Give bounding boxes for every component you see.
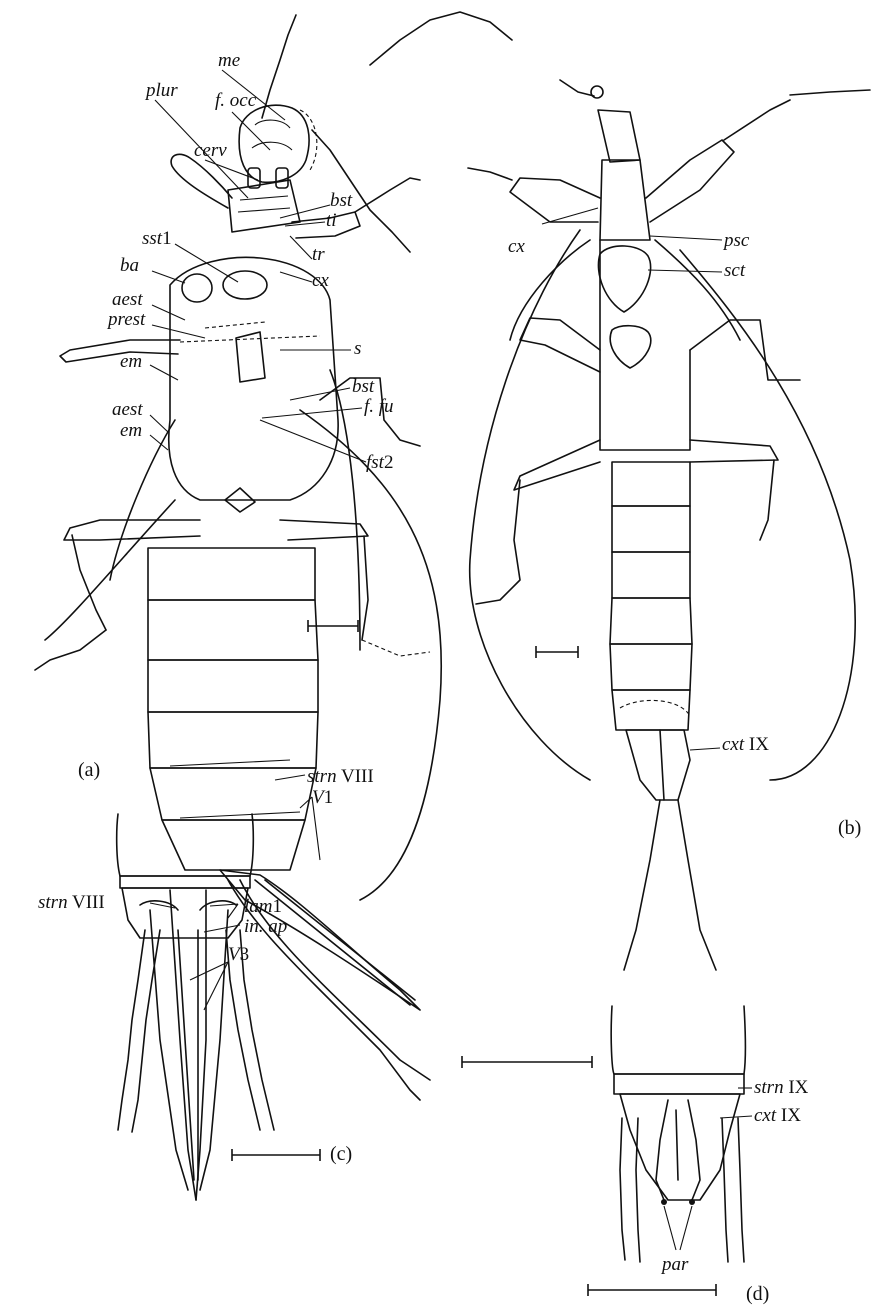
panel-c-drawing <box>117 814 320 1200</box>
panel-label-d: (d) <box>746 1283 769 1305</box>
label-me: me <box>218 50 240 71</box>
label-par: par <box>660 1254 689 1275</box>
label-f-fu: f. fu <box>364 396 394 417</box>
panel-c-leaders <box>150 903 240 1010</box>
panel-label-b: (b) <box>838 817 861 839</box>
label-cxt-ix-b: cxt IX <box>722 734 769 755</box>
label-em: em <box>120 351 142 372</box>
label-bst: bst <box>330 190 353 211</box>
label-plur: plur <box>144 80 178 101</box>
label-aest-2: aest <box>112 399 143 420</box>
label-cx: cx <box>312 270 329 291</box>
label-f-occ: f. occ <box>215 90 257 111</box>
label-ti: ti <box>326 210 337 231</box>
label-strn-ix-d: strn IX <box>754 1077 809 1098</box>
panel-a-drawing <box>35 15 441 1100</box>
label-aest: aest <box>112 289 143 310</box>
label-cxt-ix-d: cxt IX <box>754 1105 801 1126</box>
label-in-ap: in. ap <box>244 916 287 937</box>
label-bst-2: bst <box>352 376 375 397</box>
label-strn-viii-a: strn VIII <box>307 766 374 787</box>
label-cx-b: cx <box>508 236 525 257</box>
label-sst1: sst1 <box>142 228 172 249</box>
label-v3: V3 <box>228 944 249 965</box>
label-em-2: em <box>120 420 142 441</box>
panel-b-leaders <box>542 208 722 750</box>
label-v1: V1 <box>312 787 333 808</box>
label-s: s <box>354 338 361 359</box>
label-tr: tr <box>312 244 325 265</box>
label-strn-viii-c: strn VIII <box>38 892 105 913</box>
label-cerv: cerv <box>194 140 227 161</box>
label-fst2: fst2 <box>366 452 393 473</box>
panel-label-a: (a) <box>78 759 100 781</box>
label-prest: prest <box>106 309 146 330</box>
panel-c-labels: strn VIII lam1 in. ap V3 (c) <box>38 892 352 1165</box>
panel-d-drawing <box>462 1006 746 1296</box>
label-ba: ba <box>120 255 139 276</box>
panel-b-drawing <box>370 12 870 970</box>
label-lam1: lam1 <box>244 896 282 917</box>
label-sct: sct <box>724 260 746 281</box>
label-psc: psc <box>722 230 750 251</box>
panel-label-c: (c) <box>330 1143 352 1165</box>
panel-d-labels: strn IX cxt IX par (d) <box>660 1077 809 1305</box>
